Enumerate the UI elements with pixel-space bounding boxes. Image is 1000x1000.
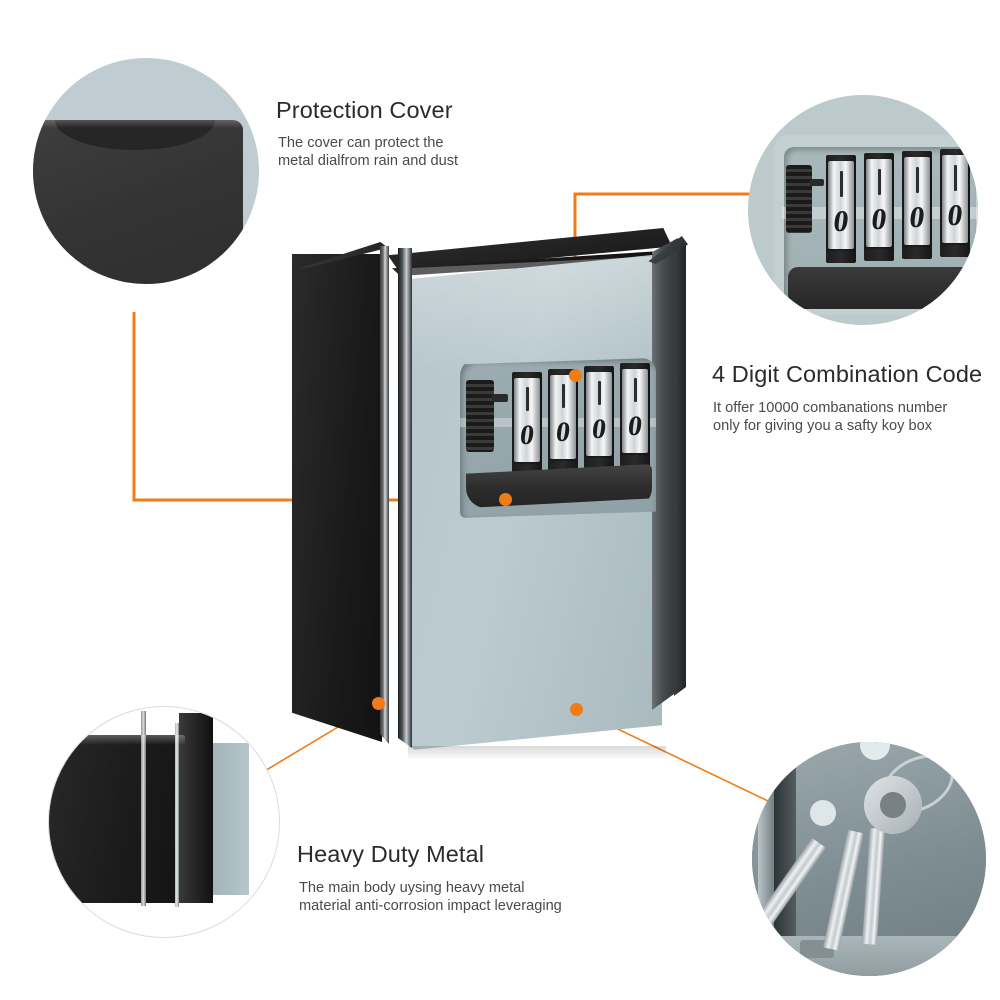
callout-desc-line-2: material anti-corrosion impact leveragin… [299, 897, 562, 914]
product-dial-digit-1: 0 [518, 420, 536, 451]
callout-title-protection-cover: Protection Cover [276, 97, 453, 123]
product-dial-digit-3: 0 [590, 414, 608, 445]
product-dial-digit-4: 0 [626, 411, 644, 442]
key-lock-box-product: 0 0 0 0 [292, 228, 712, 768]
inset-protection-cover [33, 58, 259, 284]
inset-heavy-metal [48, 706, 280, 938]
product-reset-lever-icon[interactable] [466, 380, 494, 452]
key-box-wall-inner [774, 742, 796, 952]
key-box-mount-hole-top [860, 742, 890, 760]
product-bottom-shadow [408, 746, 666, 760]
marker-dot-keys [570, 703, 583, 716]
inset-dial-digit-3: 0 [907, 201, 927, 234]
inset-dial-wheel-1: 0 [826, 155, 856, 263]
inset-dial-recess: 0 0 0 0 [782, 147, 978, 309]
inset-dial-wheel-2: 0 [864, 153, 894, 261]
metal-body-seam-2 [175, 723, 179, 907]
product-side-panel [292, 254, 382, 742]
key-bow-hole [880, 792, 906, 818]
metal-body-face [49, 735, 185, 903]
metal-body-highlight [49, 735, 185, 745]
product-seam-outer [380, 246, 389, 744]
inset-reset-lever-icon [786, 165, 812, 233]
product-dial-wheel-1[interactable]: 0 [512, 372, 542, 476]
product-door-highlight [412, 256, 662, 376]
inset-dial-wheel-4: 0 [940, 149, 970, 257]
inset-dial-digit-4: 0 [945, 199, 965, 232]
metal-body-face-secondary [179, 713, 213, 903]
callout-desc-line-1: The cover can protect the [278, 135, 444, 151]
callout-desc-protection-cover: The cover can protect the metal dialfrom… [278, 135, 458, 171]
callout-title-combination-code: 4 Digit Combination Code [712, 361, 983, 387]
product-dial-wheel-3[interactable]: 0 [584, 366, 614, 470]
product-reset-tab[interactable] [492, 394, 508, 402]
product-right-edge-inner [674, 244, 686, 696]
marker-dot-protection-cover [499, 493, 512, 506]
metal-body-seam-1 [141, 711, 146, 906]
marker-dot-combination-code [569, 369, 582, 382]
inset-dial-digit-1: 0 [831, 205, 851, 238]
inset-dial-digit-2: 0 [869, 203, 889, 236]
callout-desc-heavy-duty-metal: The main body uysing heavy metal materia… [299, 880, 562, 916]
key-box-mount-hole [810, 800, 836, 826]
callout-desc-line-2: metal dialfrom rain and dust [278, 152, 459, 169]
inset-dial-wheel-3: 0 [902, 151, 932, 259]
callout-desc-line-1: It offer 10000 combanations number [713, 400, 948, 416]
callout-desc-combination-code: It offer 10000 combanations number only … [713, 400, 947, 436]
product-dial-wheel-2[interactable]: 0 [548, 369, 578, 473]
callout-desc-line-1: The main body uysing heavy metal [299, 880, 525, 896]
callout-title-heavy-duty-metal: Heavy Duty Metal [297, 841, 485, 867]
product-seam-inner [398, 248, 412, 748]
inset-keys [752, 742, 986, 976]
product-dial-wheel-4[interactable]: 0 [620, 363, 650, 467]
callout-desc-line-2: only for giving you a safty koy box [713, 417, 933, 434]
marker-dot-heavy-metal [372, 697, 385, 710]
product-right-edge [652, 238, 678, 710]
inset-cover-bar [788, 267, 978, 309]
product-dial-digit-2: 0 [554, 417, 572, 448]
inset-reset-tab [810, 179, 824, 186]
inset-combination-dials: 0 0 0 0 [748, 95, 978, 325]
protection-cover-highlight [33, 120, 243, 128]
